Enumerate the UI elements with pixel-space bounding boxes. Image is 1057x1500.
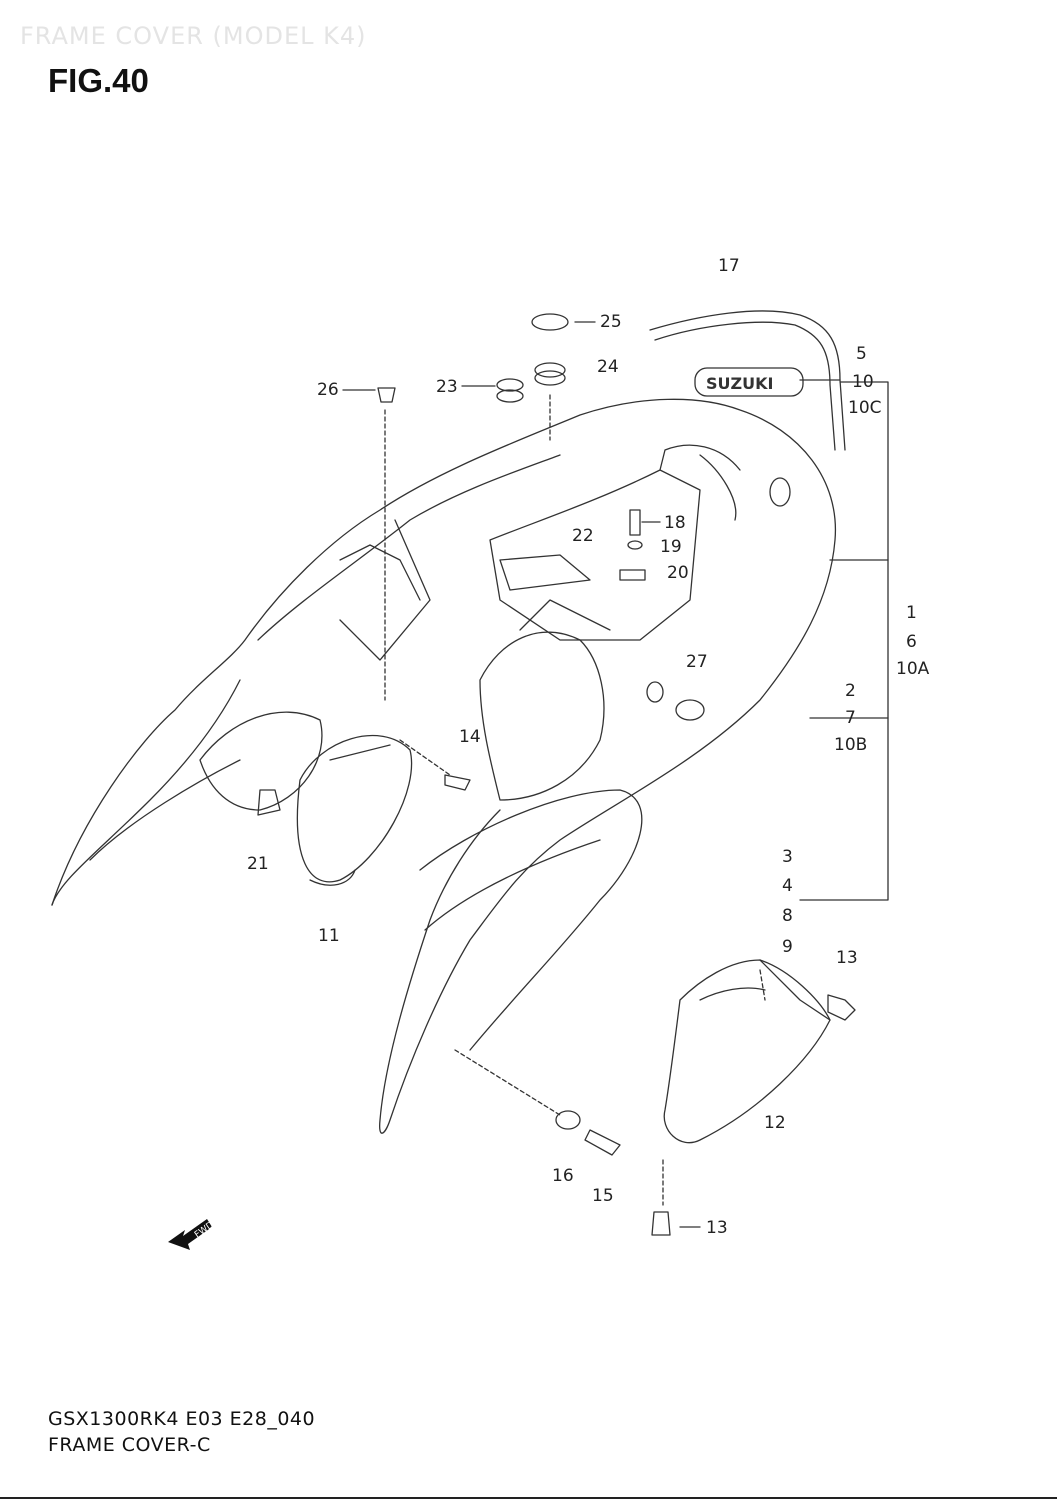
callout-13-lower: 13 bbox=[706, 1218, 728, 1238]
diagram-subtitle: FRAME COVER-C bbox=[48, 1434, 211, 1456]
callout-10c: 10C bbox=[848, 398, 882, 418]
callout-5: 5 bbox=[856, 344, 867, 364]
callout-10a: 10A bbox=[896, 659, 930, 679]
callout-11: 11 bbox=[318, 926, 340, 946]
seat-well bbox=[489, 469, 701, 641]
callout-12: 12 bbox=[764, 1113, 786, 1133]
callout-2: 2 bbox=[845, 681, 856, 701]
callout-16: 16 bbox=[552, 1166, 574, 1186]
callout-9: 9 bbox=[782, 937, 793, 957]
fwd-text: FWD bbox=[193, 1220, 216, 1240]
callout-18: 18 bbox=[664, 513, 686, 533]
figure-number: FIG.40 bbox=[48, 62, 149, 99]
callout-25: 25 bbox=[600, 312, 622, 332]
watermark-title: FRAME COVER (MODEL K4) bbox=[20, 22, 367, 50]
bottom-border bbox=[0, 1497, 1057, 1499]
callout-22: 22 bbox=[572, 526, 594, 546]
callout-13-upper: 13 bbox=[836, 948, 858, 968]
callout-24: 24 bbox=[597, 357, 619, 377]
callout-23: 23 bbox=[436, 377, 458, 397]
center-panel bbox=[479, 631, 605, 801]
callout-10b: 10B bbox=[834, 735, 868, 755]
callout-26: 26 bbox=[317, 380, 339, 400]
callout-7: 7 bbox=[845, 708, 856, 728]
callout-20: 20 bbox=[667, 563, 689, 583]
callout-6: 6 bbox=[906, 632, 917, 652]
fwd-arrow-icon bbox=[168, 1219, 212, 1250]
tail-cowl-outline bbox=[51, 398, 837, 1134]
grab-rail bbox=[649, 310, 846, 451]
decal-suzuki bbox=[694, 367, 804, 397]
diagram-code: GSX1300RK4 E03 E28_040 bbox=[48, 1408, 316, 1430]
callout-19: 19 bbox=[660, 537, 682, 557]
callout-14: 14 bbox=[459, 727, 481, 747]
decal-text: SUZUKI bbox=[706, 374, 773, 393]
callout-10: 10 bbox=[852, 372, 874, 392]
callout-17: 17 bbox=[718, 256, 740, 276]
callout-21: 21 bbox=[247, 854, 269, 874]
tail-light bbox=[296, 734, 413, 883]
callout-3: 3 bbox=[782, 847, 793, 867]
callout-1: 1 bbox=[906, 603, 917, 623]
bracket-12 bbox=[663, 959, 831, 1144]
callout-8: 8 bbox=[782, 906, 793, 926]
callout-15: 15 bbox=[592, 1186, 614, 1206]
callout-27: 27 bbox=[686, 652, 708, 672]
callout-4: 4 bbox=[782, 876, 793, 896]
